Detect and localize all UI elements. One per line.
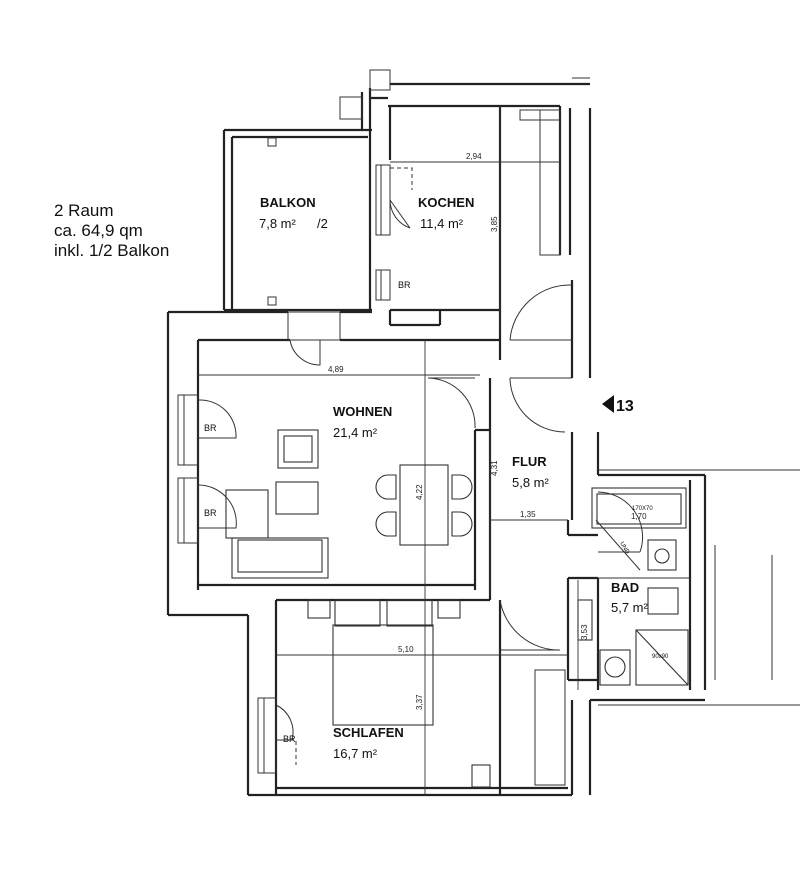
label-br-wohnen-2: BR [204, 508, 217, 518]
windows [177, 109, 561, 774]
label-shower: 90x90 [652, 654, 669, 660]
unit-number: 13 [616, 398, 634, 415]
room-labels: BALKON 7,8 m² /2 KOCHEN 11,4 m² WOHNEN 2… [259, 195, 649, 761]
unit-entrance-marker: 13 [602, 395, 634, 415]
summary-note: inkl. 1/2 Balkon [54, 241, 170, 260]
label-br-kochen: BR [398, 280, 411, 290]
room-area-bad: 5,7 m² [611, 600, 649, 615]
entrance-arrow-icon [602, 395, 614, 413]
room-name-schlafen: SCHLAFEN [333, 725, 404, 740]
label-br-wohnen-1: BR [204, 423, 217, 433]
room-area-balkon-suffix: /2 [317, 216, 328, 231]
furniture [225, 429, 689, 788]
dim-kochen-width: 2,94 [466, 152, 482, 161]
room-name-bad: BAD [611, 580, 639, 595]
dim-bad-depth: 3,53 [580, 624, 589, 640]
room-name-wohnen: WOHNEN [333, 404, 392, 419]
dim-flur-depth: 4,31 [490, 460, 499, 476]
balcony-post-bottom [267, 296, 277, 306]
dim-flur-width: 1,35 [520, 510, 536, 519]
room-name-flur: FLUR [512, 454, 547, 469]
room-area-schlafen: 16,7 m² [333, 746, 378, 761]
dim-schlafen-depth: 3,37 [415, 694, 424, 710]
label-bathtub: 170X70 [632, 506, 653, 512]
dim-wohnen-width: 4,89 [328, 365, 344, 374]
room-area-balkon: 7,8 m² [259, 216, 297, 231]
dimension-lines [198, 106, 690, 795]
room-area-wohnen: 21,4 m² [333, 425, 378, 440]
dim-wohnen-depth: 4,22 [415, 484, 424, 500]
label-br-schlafen: BR [283, 734, 296, 744]
room-area-flur: 5,8 m² [512, 475, 550, 490]
summary-area: ca. 64,9 qm [54, 221, 143, 240]
room-name-kochen: KOCHEN [418, 195, 474, 210]
interior-walls [198, 308, 600, 795]
label-duct: UND [618, 541, 630, 556]
room-area-kochen: 11,4 m² [420, 216, 464, 231]
dim-bad-width: 1,70 [631, 512, 647, 521]
dim-kochen-depth: 3,85 [490, 216, 499, 232]
room-name-balkon: BALKON [260, 195, 316, 210]
summary-rooms: 2 Raum [54, 201, 114, 220]
exterior-walls [166, 69, 800, 797]
apartment-summary: 2 Raum ca. 64,9 qm inkl. 1/2 Balkon [54, 201, 169, 261]
dim-schlafen-width: 5,10 [398, 645, 414, 654]
fixture-labels: BR BR BR BR 170X70 90x90 UND [204, 280, 669, 744]
dimension-labels: 2,94 3,85 4,89 4,22 4,31 1,35 1,70 3,53 … [328, 152, 647, 710]
doors [197, 167, 644, 765]
balcony-post-top [267, 137, 277, 147]
